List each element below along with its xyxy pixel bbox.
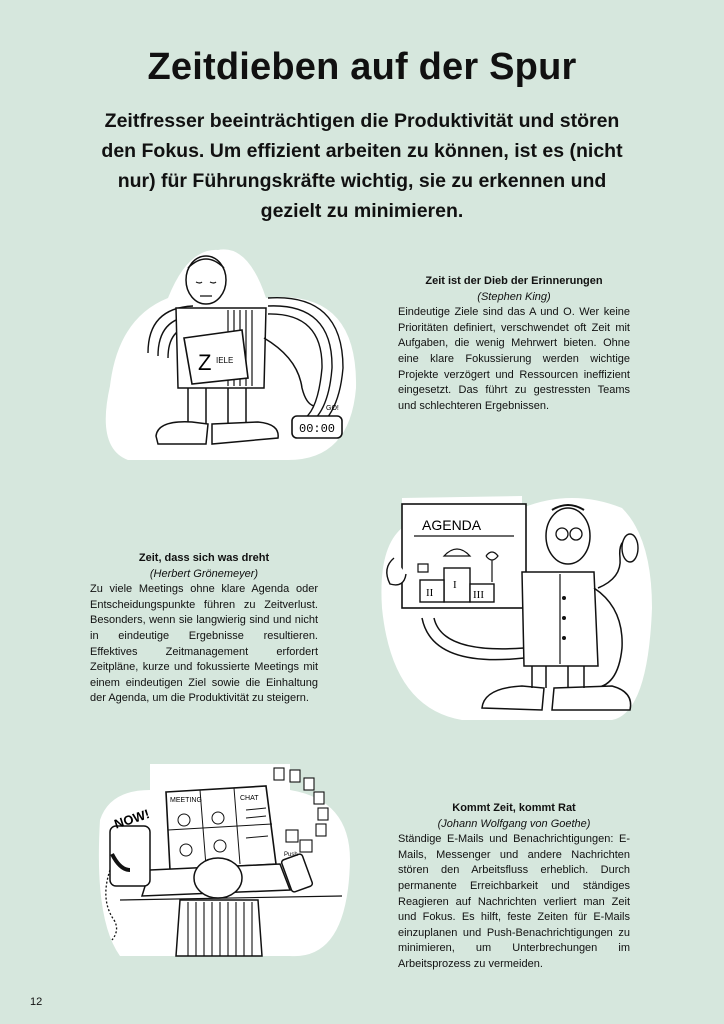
page-number: 12 [30,996,43,1008]
board-title: AGENDA [422,517,482,533]
section-source: (Stephen King) [477,290,551,303]
page-title: Zeitdieben auf der Spur [147,46,577,88]
tab-chat: CHAT [240,795,259,802]
podium-3: III [473,589,484,601]
illustration-goals: Z IELE 00:00 GO! [105,249,357,460]
section-notifications: Kommt Zeit, kommt Rat (Johann Wolfgang v… [398,801,630,973]
sign-text: IELE [216,356,233,365]
section-body: Eindeutige Ziele sind das A und O. Wer k… [398,306,630,412]
section-meetings: Zeit, dass sich was dreht (Herbert Gröne… [90,551,318,707]
section-source: (Johann Wolfgang von Goethe) [437,817,591,830]
section-source: (Herbert Grönemeyer) [149,567,259,580]
tab-meeting: MEETING [170,797,202,804]
podium-2: II [426,587,434,599]
section-body: Ständige E-Mails und Benachrichtigungen:… [398,833,630,970]
illustration-notifications: MEETING CHAT NOW! Push [98,764,350,957]
illustration-agenda: AGENDA I II III [381,496,652,720]
intro-text: Zeitfresser beeinträchtigen die Produkti… [101,110,623,222]
go-text: GO! [326,405,339,412]
section-goals: Zeit ist der Dieb der Erinnerungen (Step… [398,274,630,414]
section-body: Zu viele Meetings ohne klare Agenda oder… [90,583,318,705]
section-heading: Zeit, dass sich was dreht [138,552,270,564]
clock-display: 00:00 [299,422,335,436]
section-heading: Zeit ist der Dieb der Erinnerungen [425,275,603,287]
podium-1: I [453,579,457,591]
section-heading: Kommt Zeit, kommt Rat [452,802,576,814]
sign-letter: Z [198,350,211,375]
phone-label: Push [284,852,298,858]
